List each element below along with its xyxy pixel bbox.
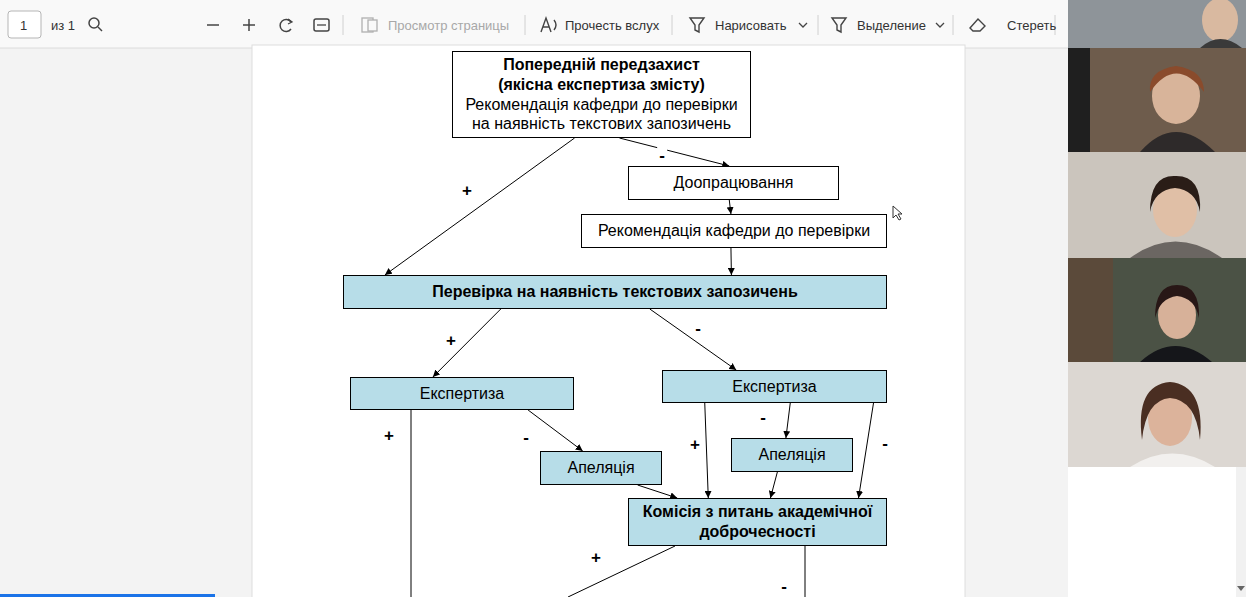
toolbar-label: Стереть [1007, 18, 1056, 33]
edge-label: - [880, 435, 890, 452]
leader-line [805, 546, 806, 597]
box-text: Рекомендація кафедри до перевірки на ная… [459, 95, 744, 134]
search-icon [89, 18, 99, 28]
process-box: Комісія з питань академічної доброчеснос… [628, 498, 887, 546]
draw-icon [690, 18, 704, 32]
branch-sign: - [779, 578, 789, 595]
edge-label: - [758, 409, 768, 426]
process-box: Апеляція [540, 451, 662, 485]
edge-label: + [688, 436, 702, 453]
toolbar-label: Нарисовать [715, 18, 786, 33]
page-box [8, 11, 41, 38]
connector [528, 410, 583, 451]
toolbar-label: Прочесть вслух [565, 18, 659, 33]
box-text: Комісія з питань академічної доброчеснос… [640, 502, 876, 541]
toolbar-label: Просмотр страницы [388, 18, 509, 33]
connector [770, 472, 777, 498]
connector [730, 248, 731, 275]
connector [638, 485, 678, 498]
edge-label: + [460, 182, 474, 199]
edge-label: - [693, 320, 703, 337]
process-box: Рекомендація кафедри до перевірки [581, 214, 887, 248]
pdf-page [252, 45, 965, 597]
connector [859, 403, 874, 498]
connector [385, 138, 575, 275]
box-text: Апеляція [567, 458, 634, 478]
process-box: Експертиза [350, 377, 574, 410]
rotate-icon [280, 20, 291, 32]
process-box: Апеляція [731, 438, 853, 472]
page-number: 1 [20, 18, 27, 33]
separators [343, 15, 1055, 35]
connector [705, 403, 709, 498]
leader-line [568, 546, 675, 597]
box-text: Попередній передзахист (якісна експертиз… [482, 55, 722, 94]
box-text: Доопрацювання [674, 173, 794, 193]
process-box: Попередній передзахист (якісна експертиз… [452, 51, 751, 138]
zoom-out-icon [207, 24, 219, 26]
fit-icon [314, 19, 329, 31]
toolbar-label: Выделение [857, 18, 926, 33]
process-box: Експертиза [662, 370, 887, 403]
mouse-cursor [893, 206, 902, 220]
box-text: Апеляція [758, 445, 825, 465]
connector [619, 138, 729, 166]
branch-sign: + [382, 427, 396, 444]
box-text: Рекомендація кафедри до перевірки [598, 221, 870, 241]
connector [729, 200, 731, 214]
edge-label: + [444, 332, 458, 349]
toolbar [0, 0, 1068, 48]
edge-label: - [521, 429, 531, 446]
read-aloud-icon [541, 18, 556, 32]
edge-label: - [657, 147, 667, 164]
branch-sign: + [589, 549, 603, 566]
highlight-icon [832, 18, 846, 32]
leader-line [411, 410, 412, 597]
box-text: Експертиза [420, 384, 504, 404]
page-count: из 1 [51, 18, 75, 33]
box-text: Експертиза [732, 377, 816, 397]
process-box: Перевірка на наявність текстових запозич… [343, 275, 887, 309]
eraser-icon [970, 19, 985, 31]
video-thumbnails [1068, 0, 1246, 597]
connector [433, 309, 501, 377]
connector [650, 309, 736, 370]
progress-bar [0, 594, 215, 597]
connector [786, 403, 790, 438]
box-text: Перевірка на наявність текстових запозич… [432, 282, 798, 302]
process-box: Доопрацювання [628, 166, 839, 200]
